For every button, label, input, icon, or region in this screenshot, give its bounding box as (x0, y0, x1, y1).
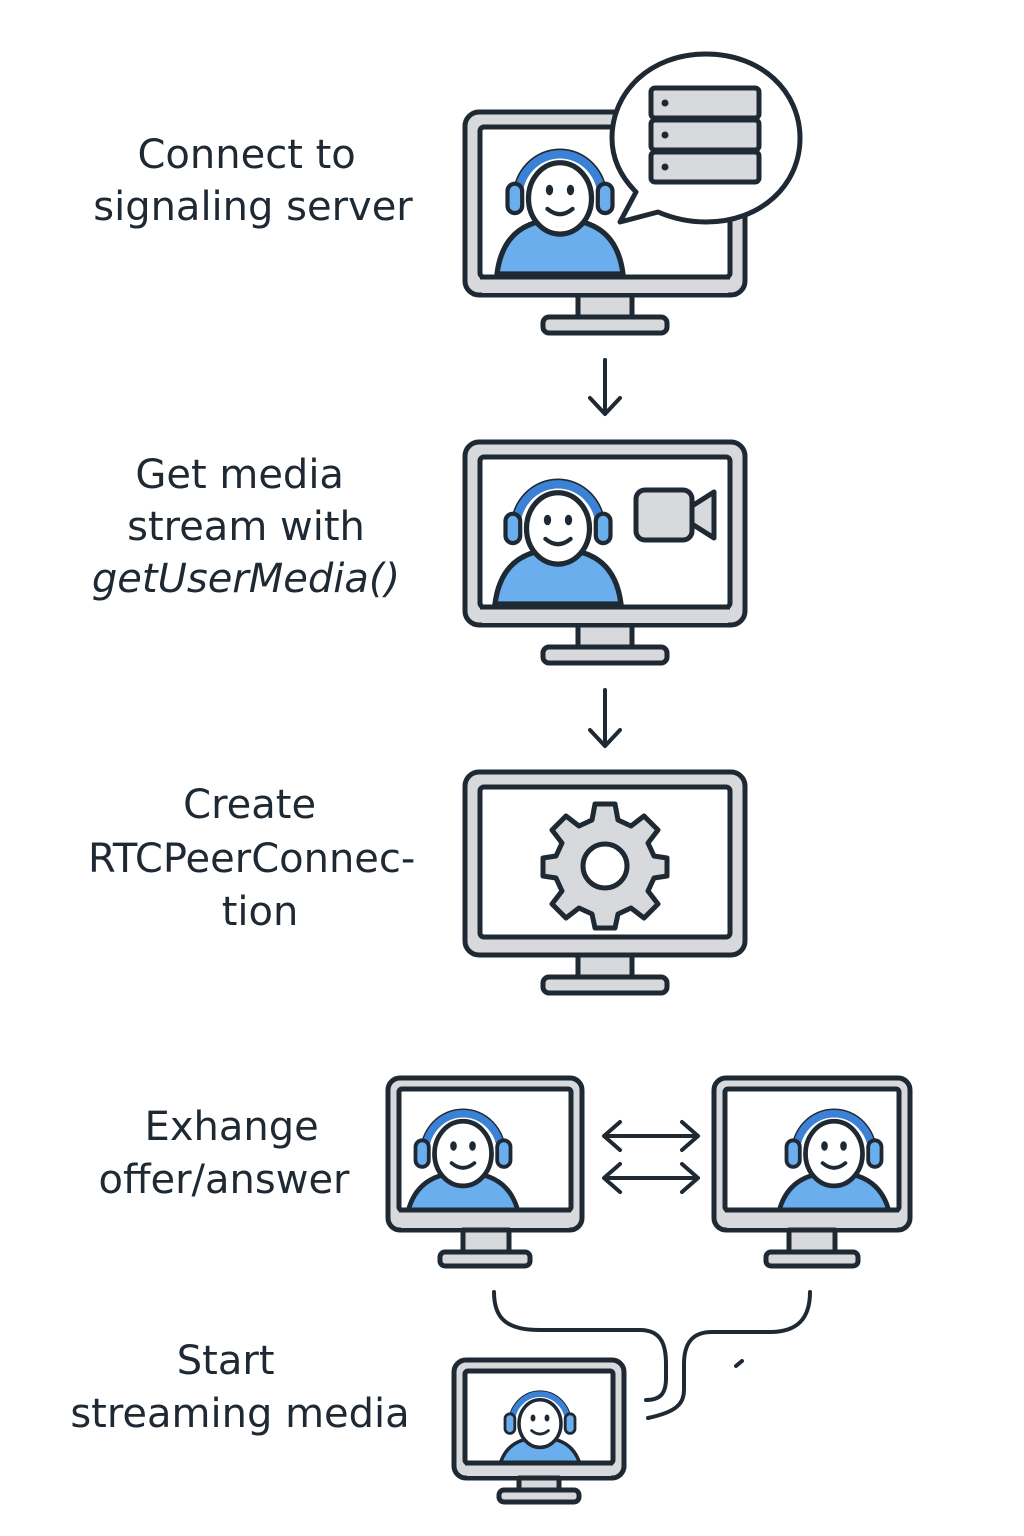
step-create-label: Create RTCPeerConnec- tion (88, 782, 428, 935)
server-icon (609, 51, 803, 225)
down-arrow-2 (588, 688, 622, 748)
getusermedia-label: getUserMedia() (92, 556, 400, 602)
step-media: Get media stream with getUserMedia() (92, 439, 748, 666)
monitor-5 (451, 1357, 627, 1505)
video-camera-icon (633, 487, 717, 543)
step-media-label: Get media stream with (127, 452, 365, 550)
down-arrow-1 (588, 358, 622, 416)
step-connect: Connect to signaling server (93, 51, 803, 336)
monitor-4-left (385, 1075, 585, 1269)
step-exchange: Exhange offer/answer (98, 1075, 913, 1269)
gear-icon (540, 801, 670, 931)
connector-lines (492, 1290, 812, 1420)
step-connect-label: Connect to signaling server (93, 132, 413, 230)
double-arrow-icon (602, 1120, 700, 1194)
step-exchange-label: Exhange offer/answer (98, 1104, 350, 1203)
step-stream-label: Start streaming media (70, 1338, 409, 1437)
monitor-2 (462, 439, 748, 666)
monitor-4-right (711, 1075, 913, 1269)
step-create: Create RTCPeerConnec- tion (88, 769, 748, 996)
step-stream: Start streaming media (70, 1338, 627, 1505)
